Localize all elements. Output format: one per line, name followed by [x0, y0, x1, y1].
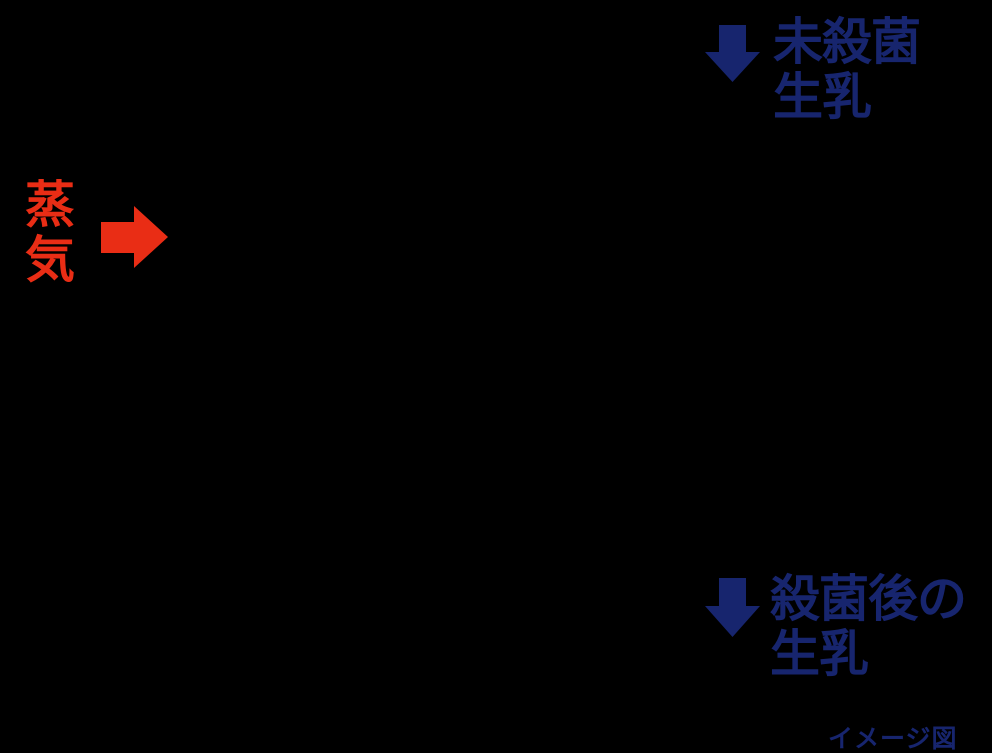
unpasteurized-milk-line1: 未殺菌 [773, 13, 921, 71]
pasteurized-milk-line2: 生乳 [770, 625, 869, 683]
steam-label-line1: 蒸 [25, 176, 75, 234]
unpasteurized-milk-line2: 生乳 [773, 68, 872, 126]
image-caption: イメージ図 [828, 724, 958, 753]
pasteurized-milk-label: 殺菌後の 生乳 [770, 570, 967, 683]
right-arrow-icon [101, 206, 168, 268]
down-arrow-icon [705, 25, 760, 82]
steam-label-line2: 気 [25, 231, 75, 289]
down-arrow-icon [705, 578, 760, 637]
pasteurized-milk-line1: 殺菌後の [770, 570, 967, 628]
unpasteurized-milk-label: 未殺菌 生乳 [773, 13, 921, 126]
steam-label: 蒸 気 [25, 178, 75, 288]
